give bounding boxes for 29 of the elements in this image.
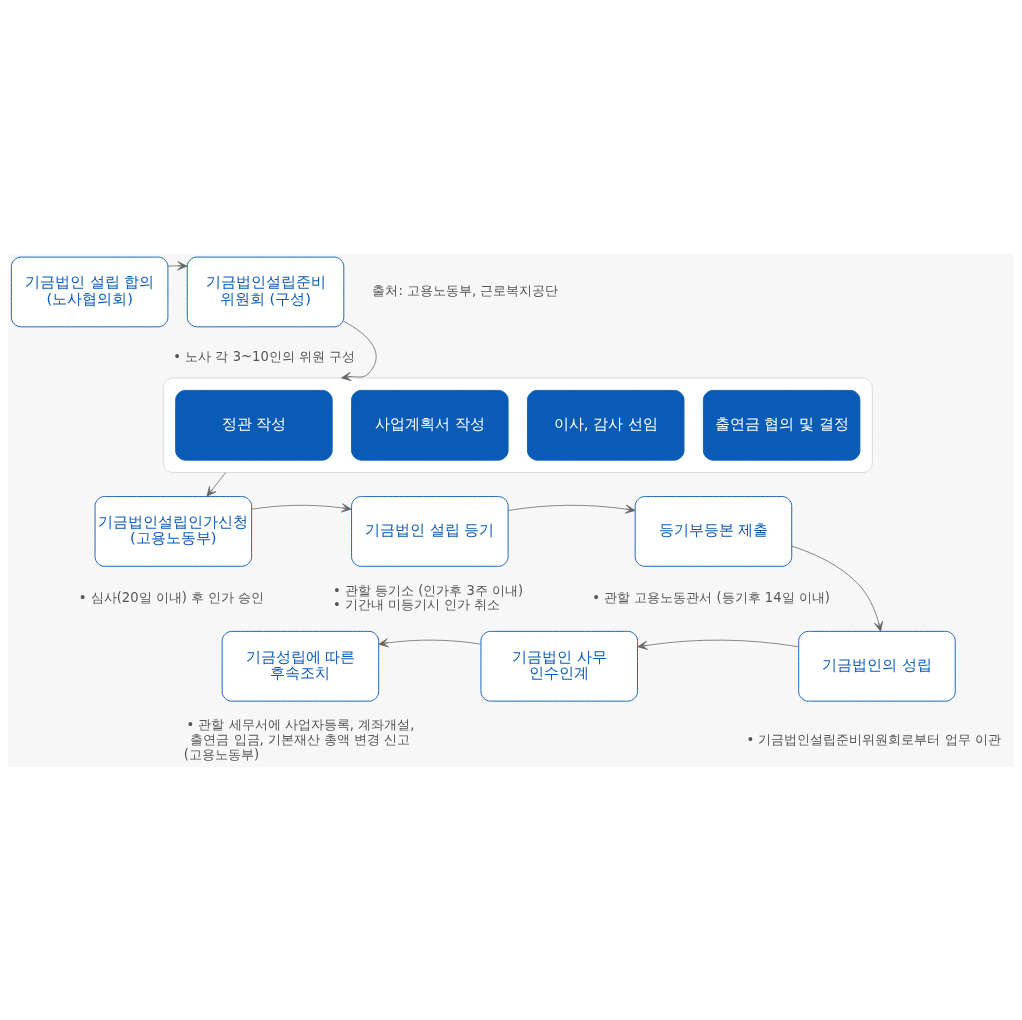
node-box: 출연금 협의 및 결정 xyxy=(702,389,861,461)
node-box: 등기부등본 제출 xyxy=(634,495,793,567)
node-box: 기금법인설립준비 위원회 (구성) xyxy=(186,256,345,327)
node-label: • 관할 등기소 (인가후 3주 이내) xyxy=(332,582,524,598)
arrow xyxy=(378,637,482,647)
cluster xyxy=(162,377,873,473)
node-box: 사업계획서 작성 xyxy=(351,389,509,461)
arrow xyxy=(167,260,188,270)
node-box: 정관 작성 xyxy=(175,389,333,461)
node-box: 기금법인 사무 인수인계 xyxy=(480,630,638,702)
node-box: 기금법인의 성립 xyxy=(798,630,956,702)
node-label: • 기금법인설립준비위원회로부터 업무 이관 xyxy=(746,731,1001,747)
arrow xyxy=(507,504,636,514)
node-box: 기금성립에 따른 후속조치 xyxy=(221,630,380,702)
node-label: • 노사 각 3~10인의 위원 구성 xyxy=(173,348,356,364)
node-label: • 관할 고용노동관서 (등기후 14일 이내) xyxy=(592,589,830,605)
node-label: • 관할 세무서에 사업자등록, 계좌개설, 출연금 입금, 기본재산 총액 변경 신고 (고용노동부) xyxy=(183,716,415,762)
node-box: 기금법인 설립 등기 xyxy=(351,495,509,567)
node-label: • 기간내 미등기시 인가 취소 xyxy=(332,596,501,612)
arrow xyxy=(637,639,799,650)
label: 출처: 고용노동부, 근로복지공단 xyxy=(372,282,559,298)
arrow xyxy=(791,545,883,632)
node-label: • 심사(20일 이내) 후 인가 승인 xyxy=(78,589,265,605)
node-box: 기금법인 설립 합의 (노사협의회) xyxy=(10,256,169,327)
node-box: 이사, 감사 선임 xyxy=(527,389,685,461)
node-box: 기금법인설립인가신청 (고용노동부) xyxy=(94,495,253,567)
arrow xyxy=(251,502,352,512)
arrow xyxy=(206,471,226,497)
arrow xyxy=(341,320,377,381)
